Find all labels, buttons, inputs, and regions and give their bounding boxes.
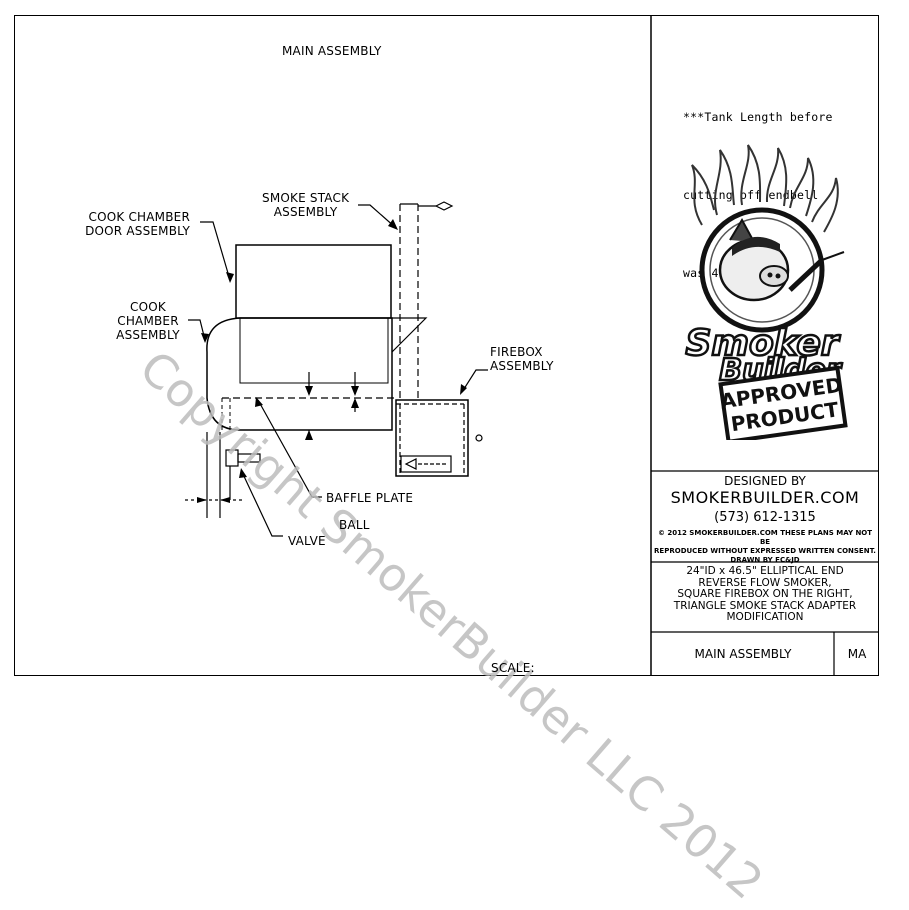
ball-label: BALL bbox=[339, 518, 370, 532]
door-label: COOK CHAMBER DOOR ASSEMBLY bbox=[85, 210, 190, 238]
designer-phone: (573) 612-1315 bbox=[714, 510, 816, 525]
description-line: SQUARE FIREBOX ON THE RIGHT, bbox=[677, 588, 853, 600]
smoke-stack-label: SMOKE STACK ASSEMBLY bbox=[262, 191, 350, 219]
scale-label: SCALE: bbox=[491, 661, 535, 675]
firebox-label: FIREBOX ASSEMBLY bbox=[490, 345, 554, 373]
drawing-sheet-border bbox=[14, 15, 879, 676]
description-line: REVERSE FLOW SMOKER, bbox=[698, 576, 832, 589]
sheet-name: MAIN ASSEMBLY bbox=[694, 647, 792, 661]
smoker-assembly-drawing bbox=[185, 15, 879, 676]
logo-smoker-text: Smoker bbox=[686, 323, 841, 364]
drawn-by: DRAWN BY FC&JD bbox=[730, 556, 800, 564]
description-line: MODIFICATION bbox=[726, 611, 804, 623]
sheet-code: MA bbox=[847, 647, 867, 661]
drawing-title: MAIN ASSEMBLY bbox=[282, 44, 382, 58]
designed-by-heading: DESIGNED BY bbox=[724, 474, 806, 488]
smokerbuilder-approved-logo: Smoker Builder APPROVED PRODUCT bbox=[684, 144, 848, 440]
description-line: 24"ID x 46.5" ELLIPTICAL END bbox=[686, 565, 844, 577]
cook-chamber-label: COOK CHAMBER ASSEMBLY bbox=[116, 300, 180, 342]
copyright-line: REPRODUCED WITHOUT EXPRESSED WRITTEN CON… bbox=[654, 547, 876, 555]
copyright-notice: © 2012 SMOKERBUILDER.COM THESE PLANS MAY… bbox=[652, 529, 878, 565]
note-line: ***Tank Length before bbox=[683, 110, 833, 124]
designer-site: SMOKERBUILDER.COM bbox=[670, 488, 860, 507]
drawing-description: 24"ID x 46.5" ELLIPTICAL END REVERSE FLO… bbox=[652, 565, 878, 624]
baffle-plate-label: BAFFLE PLATE bbox=[326, 491, 414, 505]
copyright-line: © 2012 SMOKERBUILDER.COM THESE PLANS MAY… bbox=[657, 529, 873, 546]
valve-label: VALVE bbox=[288, 534, 326, 548]
description-line: TRIANGLE SMOKE STACK ADAPTER bbox=[673, 599, 857, 612]
